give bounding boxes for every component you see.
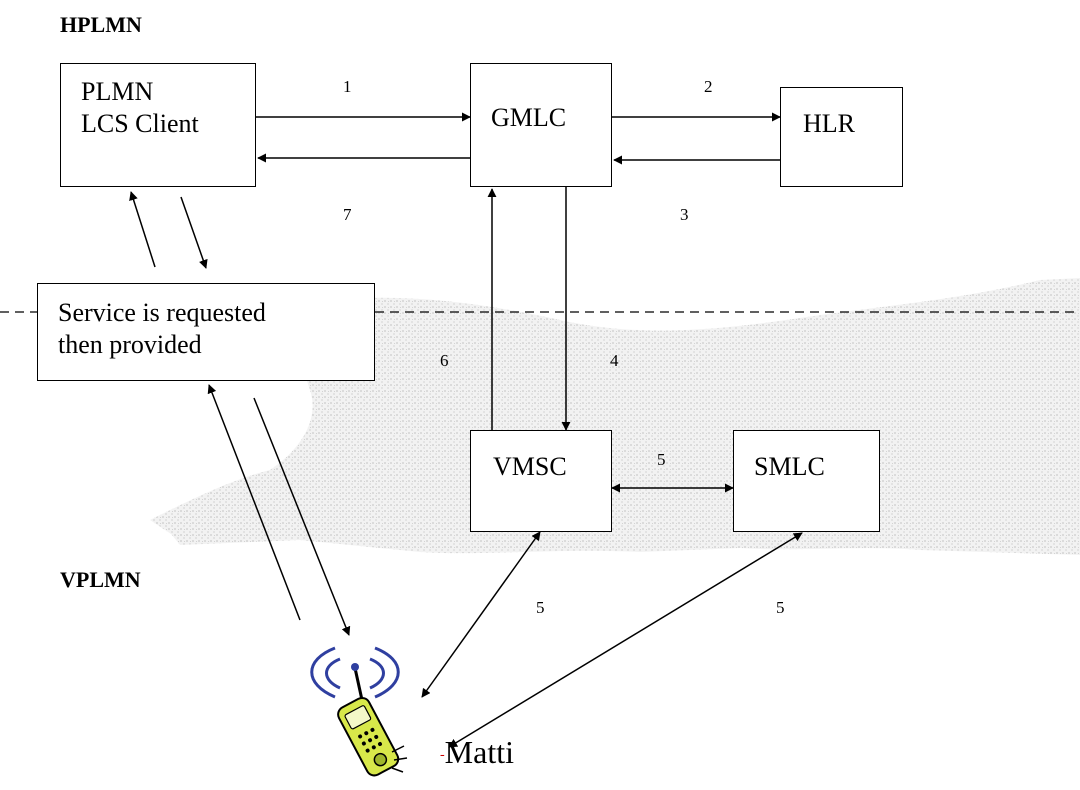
- client-label-line-2: LCS Client: [81, 109, 199, 138]
- step-label-5-top: 5: [657, 450, 666, 469]
- user-name-label: -Matti: [440, 734, 514, 771]
- hlr-label: HLR: [803, 109, 855, 138]
- client-label-line-1: PLMN: [81, 77, 154, 106]
- step-label-6: 6: [440, 351, 449, 370]
- service-label-line-1: Service is requested: [58, 298, 266, 327]
- step-label-2: 2: [704, 77, 713, 96]
- red-mark-icon: -: [440, 747, 445, 763]
- step-label-5-right: 5: [776, 598, 785, 617]
- service-label-line-2: then provided: [58, 330, 202, 359]
- plmn-lcs-client-box: PLMN LCS Client: [60, 63, 256, 187]
- mobile-phone-icon: [310, 646, 408, 777]
- smlc-box: SMLC: [733, 430, 880, 532]
- hplmn-region-label: HPLMN: [60, 12, 142, 37]
- hlr-box: HLR: [780, 87, 903, 187]
- arrow-step-5-vmsc-phone: [421, 531, 541, 698]
- vmsc-label: VMSC: [493, 452, 567, 481]
- arrow-client-to-service: [180, 196, 208, 269]
- arrow-service-to-phone: [253, 397, 351, 636]
- user-name-text: Matti: [444, 734, 514, 770]
- step-label-1: 1: [343, 77, 352, 96]
- arrow-service-to-client: [129, 191, 156, 268]
- arrow-phone-to-service: [207, 384, 301, 621]
- step-label-7: 7: [343, 205, 352, 224]
- service-box: Service is requested then provided: [37, 283, 375, 381]
- vplmn-region-label: VPLMN: [60, 567, 141, 592]
- arrow-step-5-smlc-phone: [448, 532, 803, 748]
- smlc-label: SMLC: [754, 452, 825, 481]
- vmsc-box: VMSC: [470, 430, 612, 532]
- step-label-5-left: 5: [536, 598, 545, 617]
- step-label-4: 4: [610, 351, 619, 370]
- step-label-3: 3: [680, 205, 689, 224]
- gmlc-label: GMLC: [491, 103, 567, 132]
- gmlc-box: GMLC: [470, 63, 612, 187]
